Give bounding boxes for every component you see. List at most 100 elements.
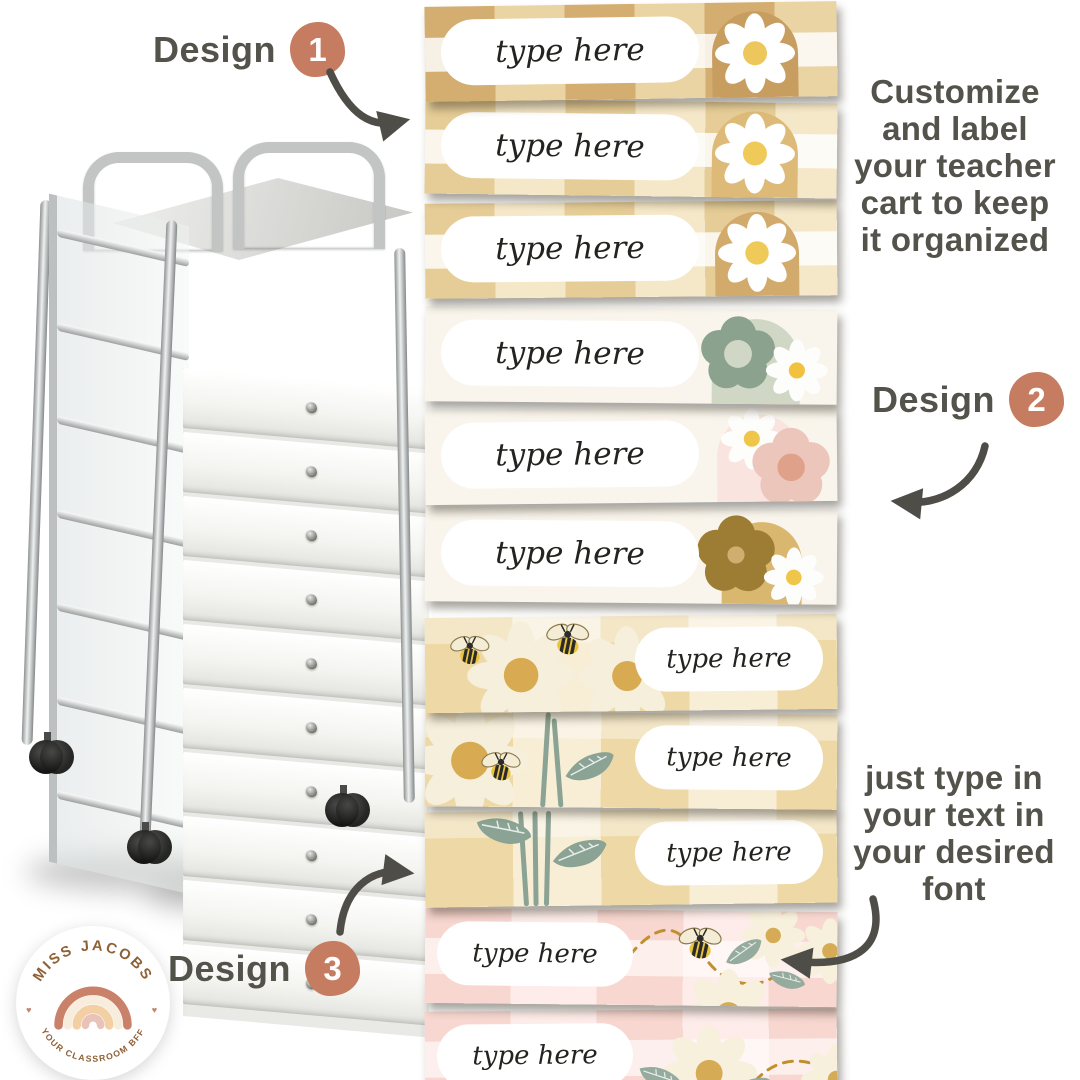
label-design3-row2: type here: [424, 711, 838, 810]
bee-icon: [480, 746, 522, 788]
cart-frame-post: [21, 199, 52, 746]
miss-jacobs-logo: MISS JACOBS YOUR CLASSROOM BFF ♥ ♥: [16, 926, 170, 1080]
curved-arrow-design3-icon: [336, 854, 415, 936]
cart-handle: [83, 152, 223, 251]
bee-icon: [677, 920, 723, 966]
daisy-icon: [577, 626, 678, 714]
note-line: cart to keep: [860, 183, 1050, 221]
daisy-icon: [741, 908, 806, 968]
customize-note: Customize and label your teacher cart to…: [830, 73, 1080, 259]
rolling-drawer-cart-photo: [21, 140, 429, 1038]
label-design3-row1: type here: [424, 613, 838, 714]
note-line: your text in: [863, 795, 1045, 833]
label-text: type here: [472, 938, 598, 970]
flower-stem: [540, 712, 551, 808]
heart-icon: ♥: [26, 1005, 31, 1015]
label-text: type here: [495, 334, 645, 373]
curved-arrow-note-icon: [780, 895, 880, 979]
label-text: type here: [666, 837, 792, 869]
daisy-icon: [721, 407, 784, 470]
note-line: and label: [882, 109, 1028, 147]
flower-icon: [748, 424, 835, 505]
note-line: font: [922, 869, 986, 907]
flower-icon: [693, 512, 780, 599]
drawer-knob: [306, 785, 317, 798]
drawer-knob: [306, 529, 317, 542]
note-line: it organized: [860, 220, 1050, 258]
label-design4-row1: type here: [424, 907, 838, 1008]
label-text-field: type here: [440, 519, 700, 588]
drawer-knob: [306, 913, 317, 926]
caster-wheel: [323, 785, 370, 827]
daisy-icon: [766, 339, 829, 402]
label-text-field: type here: [436, 1022, 634, 1080]
label-text-field: type here: [436, 920, 634, 988]
cart-handle: [233, 142, 385, 249]
leaf-icon: [546, 831, 614, 877]
type-in-note: just type in your text in your desired f…: [828, 759, 1080, 908]
label-text: type here: [494, 31, 645, 70]
label-text: type here: [495, 435, 645, 474]
note-line: your teacher: [854, 146, 1056, 184]
label-design1-row3: type here: [424, 200, 838, 299]
design-3-number-badge: 3: [305, 941, 361, 996]
label-text: type here: [495, 127, 645, 166]
label-design3-row3: type here: [424, 807, 838, 908]
label-design1-row1: type here: [424, 1, 838, 102]
flower-icon: [697, 313, 780, 396]
label-design1-row2: type here: [424, 98, 838, 199]
drawer-knob: [306, 721, 317, 734]
label-design2-row1: type here: [424, 306, 838, 405]
curved-arrow-design2-icon: [890, 442, 989, 520]
design-2-heading: Design 2: [872, 372, 1065, 427]
note-line: just type in: [865, 759, 1043, 796]
drawer-knob: [306, 849, 317, 862]
leaf-icon: [470, 807, 538, 854]
leaf-icon: [558, 743, 622, 790]
design-1-number-badge: 1: [290, 22, 346, 77]
daisy-icon: [801, 1044, 838, 1080]
design-1-label: Design: [153, 28, 277, 70]
daisy-icon: [797, 918, 838, 985]
label-text-field: type here: [440, 16, 700, 86]
label-text: type here: [495, 229, 645, 268]
bee-icon: [545, 616, 591, 662]
label-text: type here: [495, 534, 645, 573]
design-2-label: Design: [872, 378, 996, 420]
label-design2-row3: type here: [424, 506, 838, 605]
curved-arrow-design1-icon: [326, 68, 411, 142]
daisy-icon: [467, 621, 576, 714]
daisy-icon: [713, 113, 796, 194]
rainbow-icon: [54, 986, 132, 1030]
label-text: type here: [666, 643, 792, 675]
daisy-icon: [425, 711, 530, 810]
daisy-icon: [713, 13, 796, 94]
heart-icon: ♥: [152, 1005, 157, 1015]
daisy-icon: [682, 969, 775, 1008]
design-2-number-badge: 2: [1009, 372, 1065, 427]
label-text-field: type here: [440, 214, 700, 283]
label-text-field: type here: [440, 420, 700, 489]
label-text-field: type here: [634, 725, 824, 791]
design-3-label: Design: [168, 947, 292, 989]
label-text-field: type here: [440, 111, 700, 181]
daisy-icon: [661, 1025, 758, 1080]
drawer-knob: [306, 465, 317, 478]
caster-wheel: [27, 732, 74, 774]
design-1-heading: Design 1: [153, 22, 346, 77]
drawer-knob: [306, 401, 317, 414]
note-line: your desired: [853, 832, 1055, 870]
bee-icon: [449, 629, 491, 671]
design-3-heading: Design 3: [168, 941, 361, 996]
label-text: type here: [472, 1040, 598, 1072]
label-text: type here: [666, 742, 792, 774]
daisy-icon: [717, 214, 798, 293]
label-text-field: type here: [634, 625, 824, 692]
daisy-icon: [764, 547, 825, 605]
label-text-field: type here: [440, 319, 700, 388]
label-design2-row2: type here: [424, 405, 838, 506]
caster-wheel: [125, 822, 172, 864]
label-text-field: type here: [634, 819, 824, 886]
label-design4-row2: type here: [424, 1008, 838, 1080]
